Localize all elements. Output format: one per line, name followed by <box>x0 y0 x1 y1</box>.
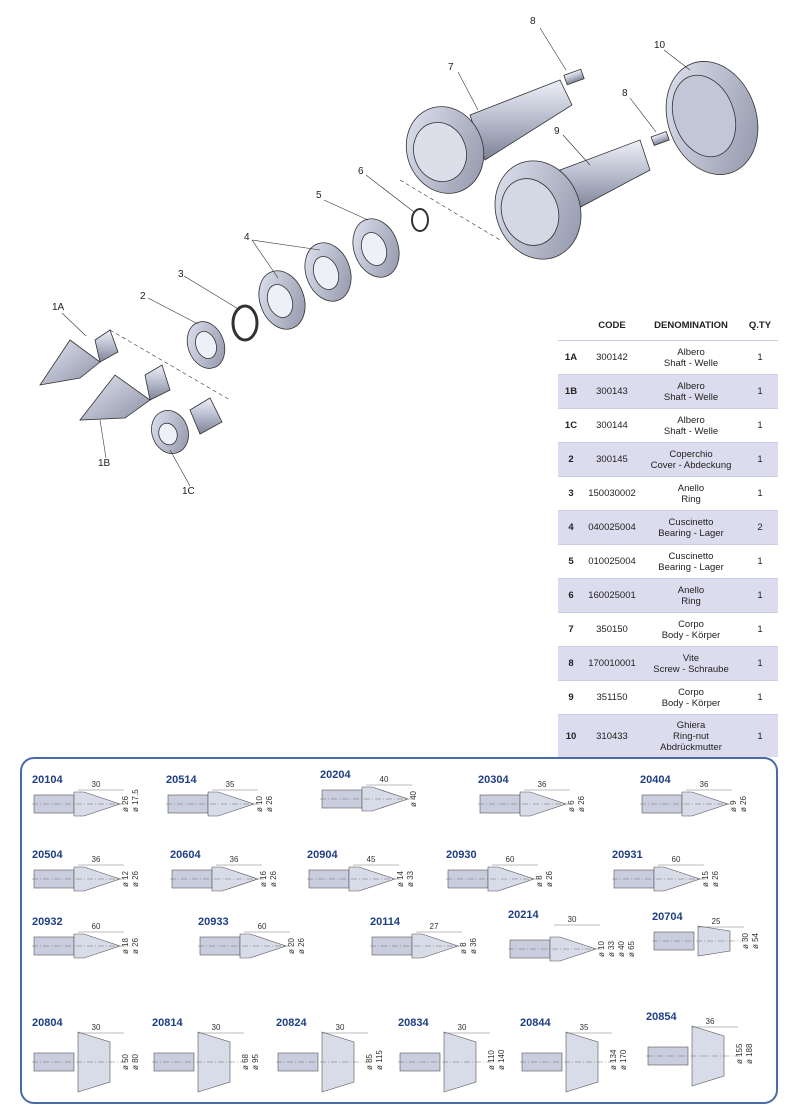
qty-cell: 1 <box>742 340 778 375</box>
shaft-1a-part <box>39 329 119 386</box>
code-cell: 170010001 <box>584 646 640 681</box>
part-label: 1C <box>182 486 195 497</box>
code-cell: 300143 <box>584 374 640 409</box>
part-label: 8 <box>530 16 536 27</box>
code-cell: 300144 <box>584 408 640 443</box>
qty-cell: 1 <box>742 714 778 757</box>
part-label: 4 <box>244 232 250 243</box>
ring-nut-part <box>665 61 759 175</box>
code-header: CODE <box>584 310 640 341</box>
code-cell: 300145 <box>584 442 640 477</box>
body-7-part <box>405 79 573 194</box>
center-points-panel <box>20 757 778 1104</box>
position-cell: 1B <box>558 374 584 409</box>
screw-part <box>563 68 585 86</box>
qty-cell: 1 <box>742 680 778 715</box>
code-cell: 350150 <box>584 612 640 647</box>
part-label: 7 <box>448 62 454 73</box>
shaft-1b-part <box>79 364 171 421</box>
part-label: 10 <box>654 40 666 51</box>
code-cell: 351150 <box>584 680 640 715</box>
position-cell: 1A <box>558 340 584 375</box>
qty-cell: 1 <box>742 408 778 443</box>
part-label: 5 <box>316 190 322 201</box>
bearing-5-part <box>352 218 400 278</box>
bearing-4-part <box>258 242 352 330</box>
position-cell: 2 <box>558 442 584 477</box>
ring-3-part <box>231 304 259 342</box>
qty-cell: 1 <box>742 646 778 681</box>
pos-header <box>558 310 584 341</box>
screw-part <box>650 130 670 146</box>
qty-cell: 1 <box>742 544 778 579</box>
qty-cell: 1 <box>742 476 778 511</box>
code-cell: 310433 <box>584 714 640 757</box>
qty-cell: 1 <box>742 374 778 409</box>
position-cell: 8 <box>558 646 584 681</box>
code-cell: 150030002 <box>584 476 640 511</box>
body-9-part <box>494 139 651 260</box>
code-cell: 040025004 <box>584 510 640 545</box>
position-cell: 7 <box>558 612 584 647</box>
part-label: 1A <box>52 302 65 313</box>
part-label: 2 <box>140 291 146 302</box>
position-cell: 3 <box>558 476 584 511</box>
position-cell: 5 <box>558 544 584 579</box>
ring-6-part <box>411 208 429 232</box>
part-label: 1B <box>98 458 111 469</box>
qty-cell: 1 <box>742 612 778 647</box>
position-cell: 10 <box>558 714 584 757</box>
position-cell: 1C <box>558 408 584 443</box>
code-cell: 300142 <box>584 340 640 375</box>
denomination-header: DENOMINATION <box>640 310 742 341</box>
position-cell: 6 <box>558 578 584 613</box>
qty-cell: 1 <box>742 442 778 477</box>
part-label: 3 <box>178 269 184 280</box>
qty-header: Q.TY <box>742 310 778 341</box>
position-cell: 4 <box>558 510 584 545</box>
shaft-1c-part <box>151 397 223 454</box>
code-cell: 160025001 <box>584 578 640 613</box>
code-cell: 010025004 <box>584 544 640 579</box>
qty-cell: 1 <box>742 578 778 613</box>
position-cell: 9 <box>558 680 584 715</box>
part-label: 8 <box>622 88 628 99</box>
part-label: 9 <box>554 126 560 137</box>
cover-part <box>186 321 226 369</box>
exploded-diagram: 8 10 7 8 9 6 5 4 3 2 1A 1B 1C <box>39 16 759 497</box>
part-label: 6 <box>358 166 364 177</box>
qty-cell: 2 <box>742 510 778 545</box>
